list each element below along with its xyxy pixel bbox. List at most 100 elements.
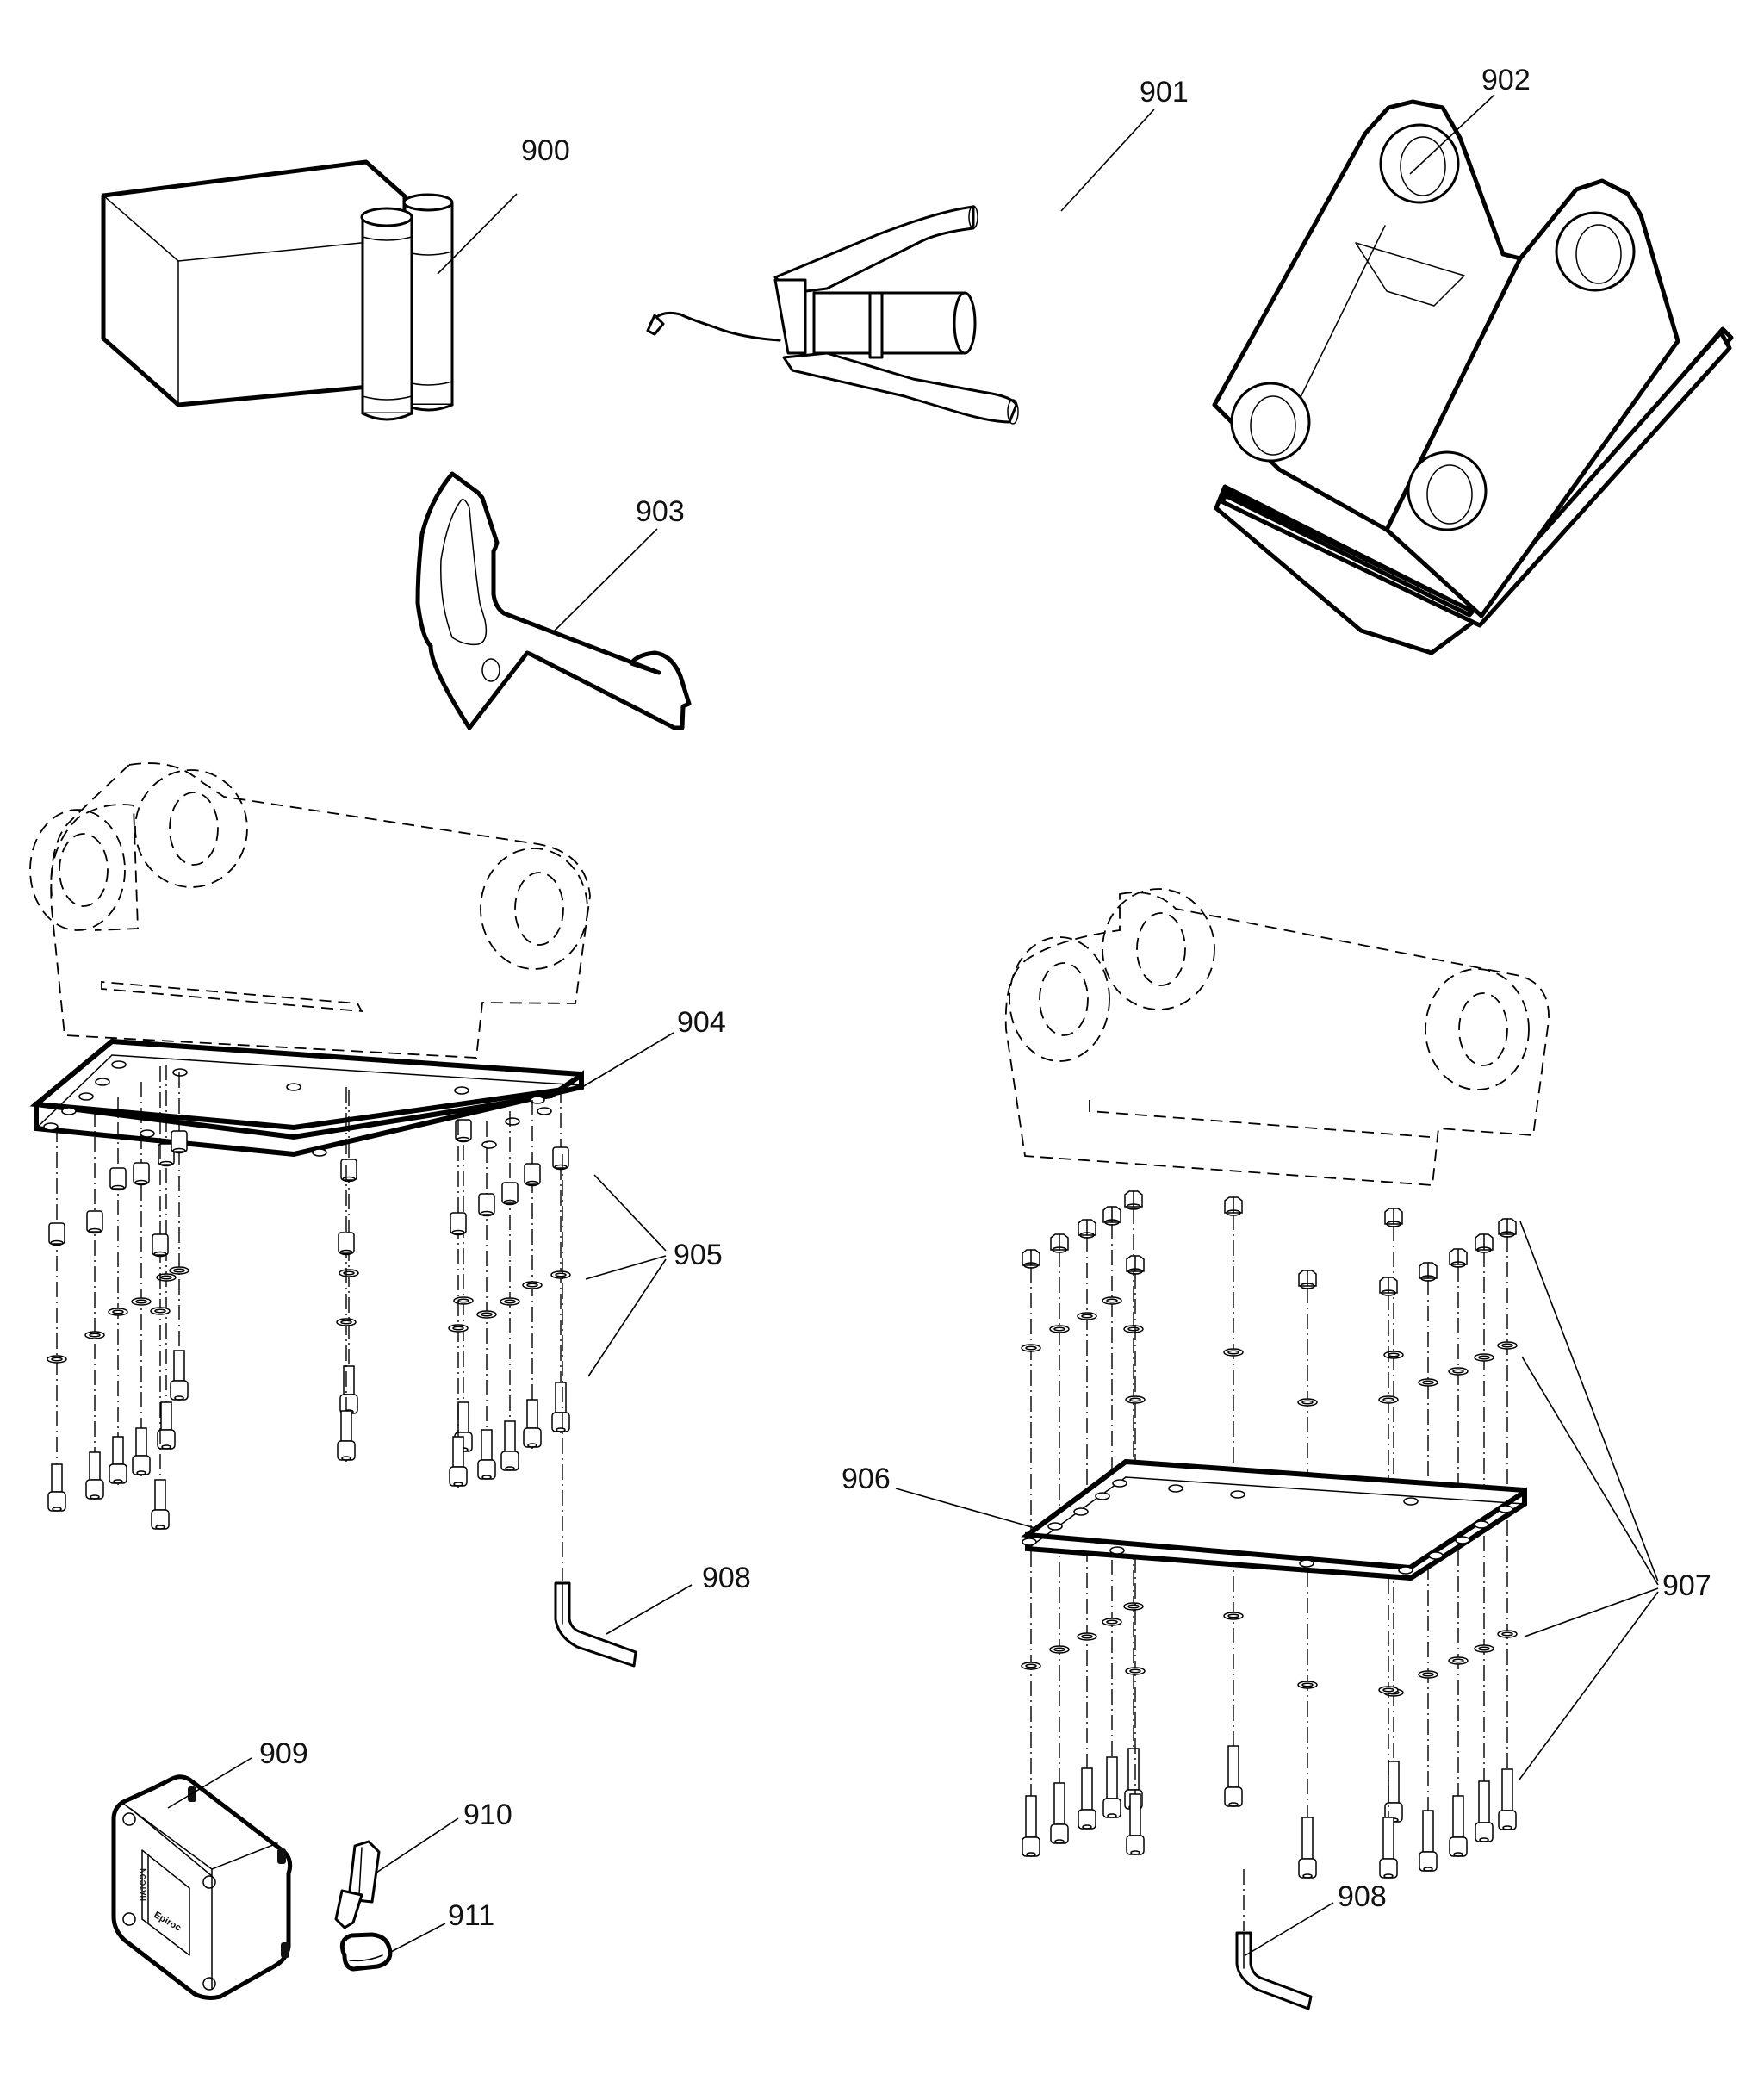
hex-nut (1379, 1277, 1398, 1296)
cap-screw (1498, 1768, 1517, 1830)
washer (156, 1273, 177, 1282)
hex-nut (1126, 1255, 1145, 1275)
part-901-grease-gun (646, 205, 1019, 425)
leader-903 (553, 528, 658, 632)
washer (131, 1297, 152, 1306)
washer (550, 1270, 571, 1279)
washer (1223, 1612, 1244, 1620)
washer (1497, 1341, 1518, 1350)
washer (150, 1307, 171, 1315)
leader-908-right (1245, 1902, 1334, 1956)
cap-screw (1449, 1795, 1468, 1857)
leader-905-c (587, 1258, 667, 1377)
cap-screw (132, 1427, 151, 1475)
washer (1021, 1344, 1041, 1352)
spacer (552, 1146, 569, 1171)
washer (1125, 1395, 1146, 1404)
hex-nut (1078, 1219, 1096, 1239)
leader-911 (388, 1923, 446, 1954)
washer (1448, 1656, 1469, 1665)
callout-903: 903 (636, 495, 685, 528)
spacer (171, 1130, 188, 1154)
washer (476, 1310, 497, 1319)
washer (108, 1308, 128, 1316)
leader-906 (895, 1488, 1039, 1530)
part-909-electronics-box: HATCON Epiroc (111, 1774, 293, 2000)
cap-screw (1224, 1745, 1243, 1807)
spacer (455, 1119, 472, 1143)
part-911-cap (339, 1932, 393, 1972)
cap-screw (157, 1401, 176, 1450)
spacer (338, 1232, 355, 1256)
cap-screw (1419, 1810, 1438, 1872)
cap-screw (1475, 1780, 1494, 1842)
box-vertical-label: HATCON (139, 1868, 147, 1901)
washer (1123, 1325, 1144, 1333)
cap-screw (1022, 1795, 1040, 1857)
cap-screw (1102, 1756, 1121, 1818)
washer (1297, 1681, 1318, 1689)
callout-910: 910 (463, 1799, 512, 1831)
leader-907-b (1521, 1356, 1659, 1586)
washer (1049, 1325, 1070, 1333)
leader-909 (167, 1757, 252, 1809)
cap-screw (500, 1420, 519, 1471)
washer (1378, 1395, 1399, 1404)
hex-nut (1384, 1208, 1403, 1227)
washer (1378, 1686, 1399, 1694)
washer (1223, 1348, 1244, 1357)
ghost-bracket-right (1004, 888, 1550, 1186)
spacer (524, 1163, 541, 1187)
cap-screw (85, 1451, 104, 1500)
washer (1418, 1378, 1438, 1387)
leader-905-a (593, 1174, 667, 1252)
part-910-torx-bit (334, 1840, 381, 1929)
cap-screw (1078, 1767, 1096, 1830)
washer (1418, 1670, 1438, 1679)
hex-nut (1022, 1249, 1040, 1269)
washer (1297, 1398, 1318, 1407)
cap-screw (1126, 1793, 1145, 1855)
leader-907-c (1524, 1587, 1659, 1637)
washer (1125, 1667, 1146, 1675)
cap-screw (551, 1382, 570, 1432)
washer (1474, 1644, 1494, 1653)
washer (84, 1331, 105, 1339)
washer (1049, 1645, 1070, 1654)
hex-nut (1124, 1190, 1143, 1210)
washer (1021, 1662, 1041, 1670)
hex-nut (1102, 1206, 1121, 1226)
connector-icon (277, 1848, 286, 1864)
spacer (48, 1222, 65, 1246)
part-908-hex-key-left (554, 1154, 637, 1668)
washer (448, 1324, 469, 1333)
leader-902 (1409, 94, 1495, 175)
leader-905-b (585, 1255, 667, 1280)
washer (1102, 1618, 1122, 1626)
callout-908-left: 908 (702, 1562, 751, 1594)
spacer (152, 1233, 169, 1258)
washer (169, 1266, 189, 1275)
washer (1474, 1353, 1494, 1362)
spacer (450, 1212, 467, 1236)
part-900-grease-cartridges (101, 159, 454, 421)
spacer (340, 1159, 357, 1183)
callout-904: 904 (677, 1006, 726, 1039)
callout-902: 902 (1481, 64, 1531, 96)
cap-screw (109, 1436, 127, 1484)
hex-nut (1224, 1196, 1243, 1216)
washer (453, 1296, 474, 1305)
hex-nut (1475, 1233, 1494, 1253)
cap-screw (47, 1463, 66, 1512)
callout-905: 905 (674, 1239, 723, 1271)
callout-900: 900 (521, 134, 570, 167)
cap-screw (449, 1436, 468, 1487)
leader-910 (376, 1817, 459, 1873)
plate-holes-right (1022, 1479, 1513, 1575)
washer (500, 1297, 520, 1306)
washer (1102, 1296, 1122, 1305)
part-906-plate-right (1021, 1458, 1527, 1581)
spacer (501, 1182, 519, 1206)
washer (1497, 1630, 1518, 1638)
washer (339, 1269, 359, 1277)
